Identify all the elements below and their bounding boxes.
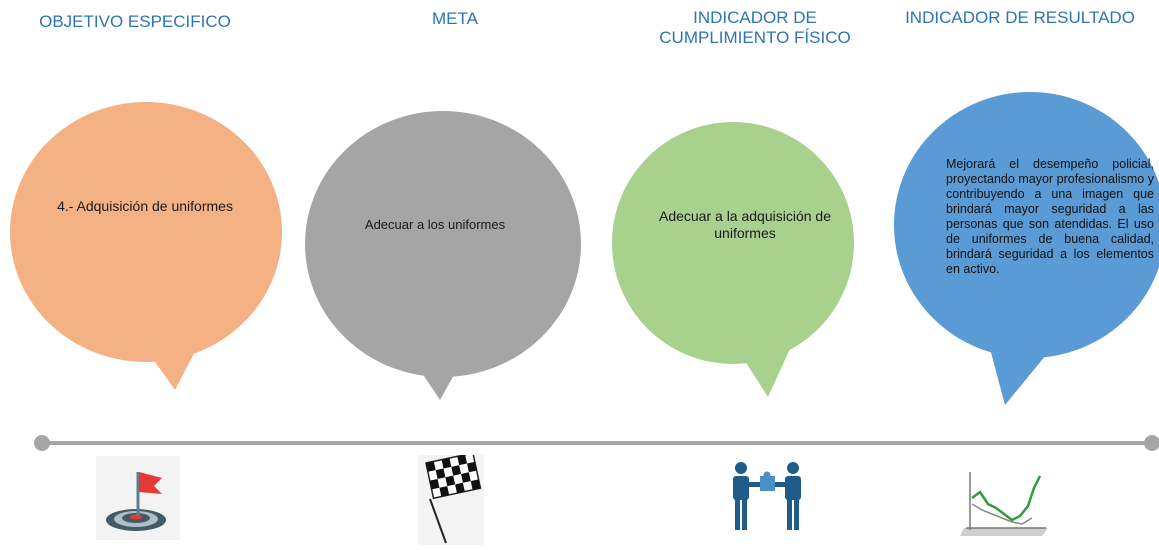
objective-bubble (10, 102, 282, 390)
objective-bubble-text: 4.- Adquisición de uniformes (57, 198, 233, 214)
result-indicator-bubble (894, 92, 1159, 405)
handshake-puzzle-icon (727, 458, 807, 538)
goal-bubble (305, 111, 581, 400)
checkered-flag-icon (418, 452, 484, 545)
heading-objetivo-especifico: OBJETIVO ESPECIFICO (39, 12, 231, 31)
physical-indicator-bubble-text: Adecuar a la adquisición de uniformes (658, 208, 831, 241)
heading-indicador-cumplimiento-fisico: INDICADOR DE CUMPLIMIENTO FÍSICO (659, 8, 851, 47)
target-flag-icon (96, 456, 180, 540)
timeline (34, 435, 1159, 451)
physical-indicator-bubble (612, 122, 854, 397)
line-chart-icon (958, 468, 1050, 538)
goal-bubble-text: Adecuar a los uniformes (364, 217, 506, 232)
result-indicator-bubble-text: Mejorará el desempeño policial, proyecta… (946, 157, 1154, 276)
heading-meta: META (432, 9, 478, 28)
heading-indicador-resultado: INDICADOR DE RESULTADO (905, 8, 1135, 27)
